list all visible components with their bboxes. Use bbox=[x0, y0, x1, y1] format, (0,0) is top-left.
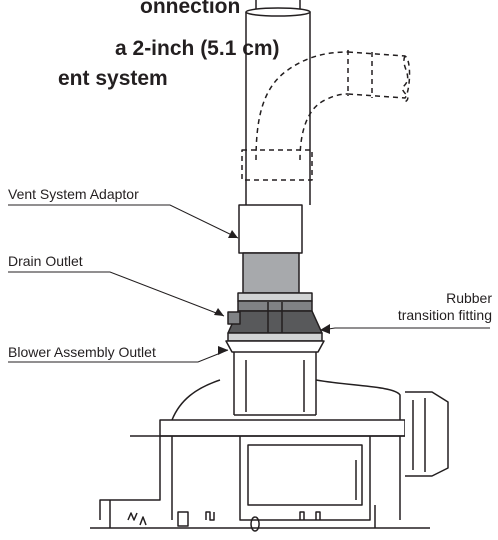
blower-assembly bbox=[90, 352, 449, 532]
leader-arrowheads bbox=[214, 230, 330, 355]
leader-rubber-fitting bbox=[321, 327, 490, 331]
label-blower-assembly-outlet: Blower Assembly Outlet bbox=[8, 344, 156, 360]
rubber-transition-fitting bbox=[225, 292, 325, 353]
label-vent-system-adaptor: Vent System Adaptor bbox=[8, 186, 139, 202]
vent-pipe bbox=[245, 0, 311, 205]
drain-outlet bbox=[227, 311, 241, 325]
leader-drain-outlet bbox=[8, 271, 225, 317]
title-line-2: a 2-inch (5.1 cm) bbox=[115, 37, 280, 60]
leader-vent-adaptor bbox=[8, 204, 239, 239]
dashed-elbow bbox=[241, 50, 411, 181]
label-rubber-line-2: transition fitting bbox=[397, 307, 492, 323]
label-drain-outlet: Drain Outlet bbox=[8, 253, 83, 269]
gray-pipe-section bbox=[242, 252, 300, 294]
label-rubber-line-1: Rubber bbox=[446, 290, 492, 306]
title-line-1: onnection bbox=[140, 0, 241, 18]
title-line-3: ent system bbox=[58, 67, 168, 90]
vent-system-adaptor bbox=[238, 204, 303, 254]
